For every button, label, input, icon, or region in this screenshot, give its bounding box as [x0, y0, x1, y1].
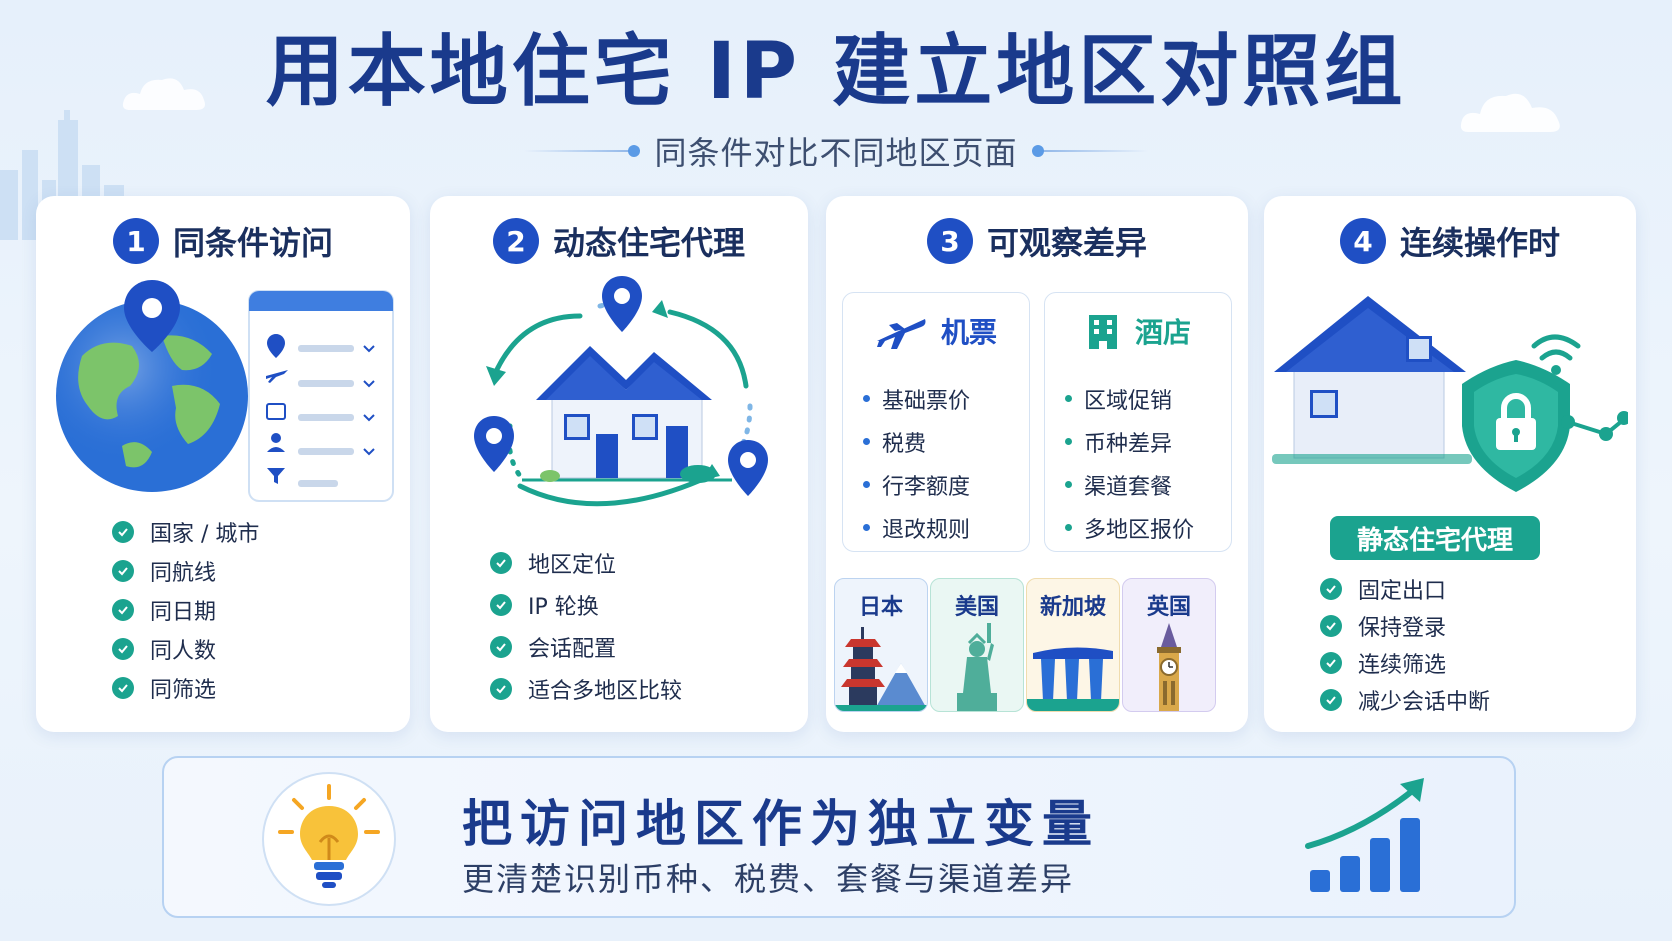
- subtitle-line-left: [524, 145, 641, 157]
- list-item: 同航线: [112, 551, 259, 590]
- bullet-icon: [1065, 481, 1072, 488]
- airplane-icon: [876, 319, 926, 349]
- bullet-icon: [863, 524, 870, 531]
- growth-chart-icon: [1305, 778, 1424, 892]
- list-item: 区域促销: [1065, 377, 1194, 420]
- check-icon: [112, 520, 134, 543]
- static-proxy-badge: 静态住宅代理: [1330, 516, 1540, 560]
- check-icon: [1320, 651, 1342, 674]
- bullet-icon: [863, 438, 870, 445]
- step-2-number: 2: [492, 218, 539, 264]
- bullet-icon: [1065, 524, 1072, 531]
- list-item: 减少会话中断: [1320, 681, 1490, 718]
- flight-panel: 机票 基础票价 税费 行李额度 退改规则: [842, 292, 1030, 552]
- marina-bay-icon: [1027, 647, 1119, 711]
- step-4-checklist: 固定出口 保持登录 连续筛选 减少会话中断: [1320, 570, 1490, 718]
- list-item: 多地区报价: [1065, 506, 1194, 549]
- list-item: 同日期: [112, 590, 259, 629]
- summary-banner: 把访问地区作为独立变量 更清楚识别币种、税费、套餐与渠道差异: [162, 756, 1516, 918]
- check-icon: [1320, 688, 1342, 711]
- check-icon: [1320, 614, 1342, 637]
- hotel-panel: 酒店 区域促销 币种差异 渠道套餐 多地区报价: [1044, 292, 1232, 552]
- bullet-icon: [1065, 438, 1072, 445]
- flight-header: 机票: [843, 311, 1029, 351]
- list-item: 适合多地区比较: [490, 668, 682, 710]
- globe-icon: [56, 280, 248, 492]
- check-icon: [112, 676, 134, 699]
- check-icon: [490, 678, 512, 700]
- step-2-title: 动态住宅代理: [552, 224, 745, 262]
- list-item: 税费: [863, 420, 970, 463]
- list-item: 行李额度: [863, 463, 970, 506]
- check-icon: [112, 637, 134, 660]
- cloud-decoration-right: [1460, 93, 1560, 132]
- step-card-4: 4 连续操作时 静态住宅代理 固定出口 保持登录 连续筛选 减少会话中断: [1264, 196, 1636, 732]
- region-singapore: 新加坡: [1026, 578, 1120, 712]
- summary-subtitle: 更清楚识别币种、税费、套餐与渠道差异: [462, 860, 1075, 898]
- hotel-title: 酒店: [1134, 316, 1191, 349]
- bullet-icon: [1065, 395, 1072, 402]
- check-icon: [112, 559, 134, 582]
- step-3-title: 可观察差异: [986, 224, 1147, 262]
- check-icon: [112, 598, 134, 621]
- secure-house-icon: [1272, 296, 1628, 492]
- list-item: 固定出口: [1320, 570, 1490, 607]
- step-card-1: 1 同条件访问: [36, 196, 410, 732]
- list-item: 同人数: [112, 629, 259, 668]
- check-icon: [490, 552, 512, 574]
- bullet-icon: [863, 481, 870, 488]
- list-item: 币种差异: [1065, 420, 1194, 463]
- hotel-list: 区域促销 币种差异 渠道套餐 多地区报价: [1065, 377, 1194, 549]
- list-item: 基础票价: [863, 377, 970, 420]
- step-1-title: 同条件访问: [172, 224, 333, 262]
- pagoda-icon: [835, 627, 927, 711]
- page-subtitle: 同条件对比不同地区页面: [654, 134, 1018, 172]
- statue-of-liberty-icon: [957, 623, 997, 711]
- flight-list: 基础票价 税费 行李额度 退改规则: [863, 377, 970, 549]
- list-item: 国家 / 城市: [112, 512, 259, 551]
- flight-title: 机票: [940, 316, 997, 349]
- check-icon: [490, 594, 512, 616]
- list-item: 地区定位: [490, 542, 682, 584]
- step-4-title: 连续操作时: [1399, 224, 1560, 262]
- building-icon: [1088, 315, 1117, 349]
- region-japan: 日本: [834, 578, 928, 712]
- bullet-icon: [863, 395, 870, 402]
- subtitle-row: 同条件对比不同地区页面: [0, 128, 1672, 174]
- summary-title: 把访问地区作为独立变量: [462, 795, 1100, 853]
- list-item: 连续筛选: [1320, 644, 1490, 681]
- step-2-checklist: 地区定位 IP 轮换 会话配置 适合多地区比较: [490, 542, 682, 710]
- step-4-number: 4: [1339, 218, 1386, 264]
- list-item: 退改规则: [863, 506, 970, 549]
- step-2-header: 2 动态住宅代理: [430, 218, 808, 264]
- lightbulb-badge: [262, 772, 396, 906]
- lightbulb-icon: [278, 784, 380, 888]
- cloud-decoration-left: [122, 78, 205, 110]
- step-1-number: 1: [112, 218, 159, 264]
- region-usa: 美国: [930, 578, 1024, 712]
- step-4-header: 4 连续操作时: [1264, 218, 1636, 264]
- list-item: IP 轮换: [490, 584, 682, 626]
- step-card-3: 3 可观察差异 机票 基础票价 税费 行李额度 退改规则 酒店 区域促销 币种差…: [826, 196, 1248, 732]
- hotel-header: 酒店: [1045, 311, 1231, 351]
- step-1-header: 1 同条件访问: [36, 218, 410, 264]
- check-icon: [1320, 577, 1342, 600]
- list-item: 同筛选: [112, 668, 259, 707]
- region-uk: 英国: [1122, 578, 1216, 712]
- step-3-number: 3: [926, 218, 973, 264]
- rotating-house-icon: [474, 276, 768, 507]
- form-panel-icon: [248, 290, 394, 502]
- big-ben-icon: [1157, 623, 1181, 711]
- step-1-checklist: 国家 / 城市 同航线 同日期 同人数 同筛选: [112, 512, 259, 707]
- list-item: 渠道套餐: [1065, 463, 1194, 506]
- page-title: 用本地住宅 IP 建立地区对照组: [265, 27, 1407, 117]
- check-icon: [490, 636, 512, 658]
- step-3-header: 3 可观察差异: [826, 218, 1248, 264]
- list-item: 会话配置: [490, 626, 682, 668]
- step-card-2: 2 动态住宅代理: [430, 196, 808, 732]
- subtitle-line-right: [1031, 145, 1148, 157]
- list-item: 保持登录: [1320, 607, 1490, 644]
